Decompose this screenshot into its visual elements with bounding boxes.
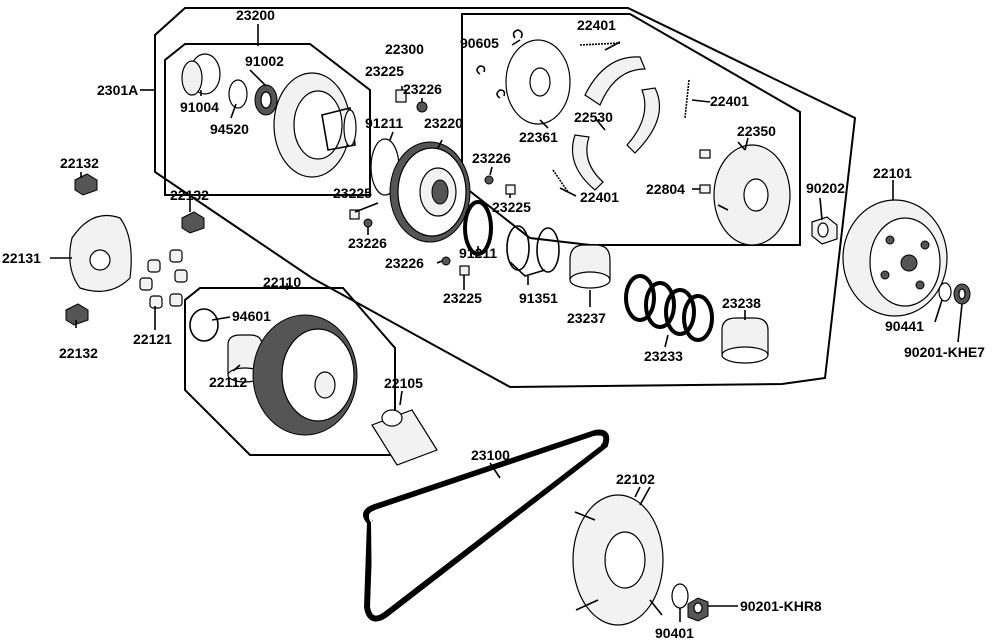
clutch-assembly-outline (154, 7, 857, 389)
drive-face-group-box (184, 287, 396, 456)
clutch-plate-22350 (713, 141, 791, 246)
label-23225c: 23225 (333, 185, 372, 201)
pin-23225b (505, 184, 516, 195)
plate-22361 (505, 39, 571, 125)
slider-22132a (74, 173, 98, 196)
label-2301A: 2301A (97, 82, 138, 98)
label-90202: 90202 (806, 180, 845, 196)
part-number-labels: 2301A 23200 91002 91004 94520 22300 2322… (2, 7, 985, 641)
circlips-90605 (476, 29, 523, 99)
label-22361: 22361 (519, 129, 558, 145)
label-22401a: 22401 (577, 17, 616, 33)
collar-23226a (416, 101, 428, 113)
label-23237: 23237 (567, 310, 606, 326)
label-22132c: 22132 (59, 345, 98, 361)
label-22132a: 22132 (60, 155, 99, 171)
label-22121: 22121 (133, 331, 172, 347)
label-23226a: 23226 (403, 81, 442, 97)
label-90201-KHE7: 90201-KHE7 (904, 344, 985, 360)
driven-face-group-box (164, 43, 371, 196)
washer-90401 (671, 583, 689, 609)
driven-face-23200 (273, 72, 357, 178)
label-91211b: 91211 (459, 245, 497, 261)
bearing-91004 (181, 53, 221, 96)
label-22102: 22102 (616, 471, 655, 487)
label-91004: 91004 (180, 99, 219, 115)
pin-23225d (459, 265, 470, 276)
label-22401b: 22401 (710, 93, 749, 109)
label-22804: 22804 (646, 181, 685, 197)
nut-90201-KHE7 (953, 283, 971, 305)
label-94601: 94601 (232, 308, 271, 324)
label-23233: 23233 (644, 348, 683, 364)
nut-90201-KHR8 (687, 597, 709, 622)
clutch-shoes-22530 (571, 56, 661, 191)
label-22530: 22530 (574, 109, 613, 125)
label-23100: 23100 (471, 447, 510, 463)
label-90401: 90401 (655, 625, 694, 641)
label-22132b: 22132 (170, 187, 209, 203)
label-23225a: 23225 (365, 63, 404, 79)
label-90605: 90605 (460, 35, 499, 51)
label-22300: 22300 (385, 41, 424, 57)
label-22101: 22101 (873, 165, 912, 181)
collar-23237 (569, 244, 611, 289)
label-23226c: 23226 (348, 235, 387, 251)
fan-pulley-22102 (572, 486, 664, 626)
label-22112: 22112 (209, 374, 247, 390)
o-ring-94601 (189, 308, 219, 342)
slider-22132c (65, 303, 89, 326)
drive-belt-23100 (363, 429, 610, 622)
collar-23226d (441, 256, 451, 266)
weights-22121 (139, 249, 188, 309)
label-94520: 94520 (210, 121, 249, 137)
label-91211a: 91211 (365, 115, 403, 131)
label-90201-KHR8: 90201-KHR8 (740, 598, 822, 614)
label-91351: 91351 (519, 290, 558, 306)
clutch-shoe-group-box (461, 13, 801, 246)
guide-plate-23220 (389, 141, 471, 243)
spring-23233 (624, 274, 714, 342)
pin-23225c (349, 209, 360, 220)
collar-22105 (371, 409, 438, 466)
leader-lines (50, 24, 963, 622)
springs-22401 (552, 42, 690, 193)
drive-face-22110 (252, 314, 358, 436)
label-22350: 22350 (737, 123, 776, 139)
o-rings-91351 (506, 225, 560, 273)
oil-seal-91002 (254, 84, 278, 116)
circlip-94520 (228, 79, 248, 109)
label-91002: 91002 (245, 53, 284, 69)
washer-90441 (938, 282, 952, 302)
label-23226b: 23226 (472, 150, 511, 166)
label-22110: 22110 (263, 274, 301, 290)
slider-22132b (181, 211, 205, 234)
label-23238: 23238 (722, 295, 761, 311)
label-22105: 22105 (384, 375, 423, 391)
label-22131: 22131 (2, 250, 41, 266)
label-23200: 23200 (236, 7, 275, 23)
clutch-outer-22101 (842, 199, 948, 317)
collar-23226b (484, 175, 494, 185)
nut-90202 (811, 216, 838, 245)
label-90441: 90441 (885, 318, 924, 334)
pin-23225a (395, 89, 407, 103)
pins-22804 (699, 149, 711, 194)
collar-23226c (363, 218, 373, 228)
collar-23238 (721, 317, 769, 364)
ramp-plate-22131 (69, 214, 132, 292)
label-23220: 23220 (424, 115, 463, 131)
label-23225b: 23225 (492, 199, 531, 215)
label-23226d: 23226 (385, 255, 424, 271)
label-23225d: 23225 (443, 290, 482, 306)
label-22401c: 22401 (580, 189, 619, 205)
